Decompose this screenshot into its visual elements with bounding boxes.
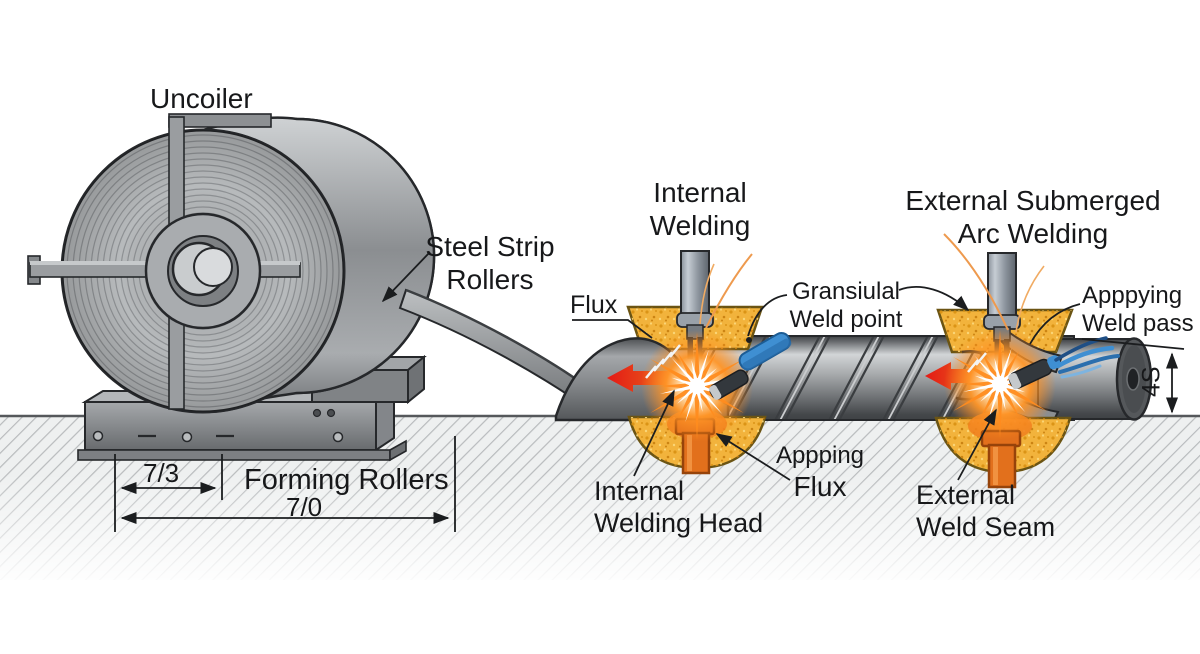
uncoiler-label: Uncoiler: [150, 83, 253, 114]
steel-strip-rollers-label: Steel Strip Rollers: [398, 230, 582, 296]
dimension-pipe-height: 4S: [1130, 360, 1174, 404]
applying-flux-line1: Appping: [775, 442, 865, 469]
applying-weld-pass-line2: Weld pass: [1082, 310, 1194, 338]
internal-welding-head-line2: Welding Head: [594, 507, 764, 538]
dimension-pipe-height-text: 4S: [1137, 366, 1166, 398]
flux-label: Flux: [570, 291, 618, 319]
applying-weld-pass-line1: Apppying: [1082, 282, 1183, 309]
internal-weld-torch: [709, 332, 792, 400]
steel-strip-rollers-line1: Steel Strip: [425, 231, 555, 262]
external-weld-spark: [944, 328, 1056, 440]
internal-welding-line2: Welding: [649, 210, 751, 242]
internal-welding-head-label: Internal Welding Head: [594, 476, 763, 540]
external-saw-line1: External Submerged: [905, 185, 1161, 216]
external-saw-line2: Arc Welding: [957, 218, 1109, 250]
steel-strip-rollers-line2: Rollers: [446, 264, 534, 296]
applying-flux-label: Appping Flux: [768, 442, 872, 503]
external-weld-seam-line2: Weld Seam: [916, 511, 1056, 542]
external-weld-torch: [1008, 355, 1061, 390]
external-weld-seam-line1: External: [916, 480, 1016, 510]
weld-stitch-marks: [645, 344, 681, 379]
granular-weld-point-label: Gransiulal Weld point: [782, 278, 910, 335]
external-weld-seam-label: External Weld Seam: [916, 480, 1055, 544]
internal-welding-station: [554, 250, 792, 475]
dimension-lines: [114, 338, 1185, 532]
weld-stitch-marks-external: [967, 352, 987, 373]
forming-rollers-label: Forming Rollers: [244, 464, 449, 496]
internal-welding-line1: Internal: [653, 177, 747, 208]
dimension-outer-span: 7/0: [286, 492, 323, 522]
applying-flux-line2: Flux: [793, 471, 847, 503]
spark-streaks-external: [943, 233, 1045, 333]
internal-welding-head-line1: Internal: [594, 476, 685, 506]
applying-weld-pass-label: Apppying Weld pass: [1082, 282, 1194, 339]
dimension-inner-span: 7/3: [143, 458, 180, 488]
external-submerged-arc-welding-label: External Submerged Arc Welding: [888, 184, 1178, 250]
granular-weld-point-line2: Weld point: [789, 306, 903, 334]
leader-lines: [381, 251, 1081, 481]
uncoiler-hub: [144, 212, 262, 330]
granular-weld-point-line1: Gransiulal: [791, 278, 901, 305]
internal-welding-label: Internal Welding: [608, 176, 792, 242]
spark-streaks-internal: [699, 253, 753, 329]
external-welding-station: [925, 233, 1120, 489]
torch-cables: [1054, 336, 1120, 379]
